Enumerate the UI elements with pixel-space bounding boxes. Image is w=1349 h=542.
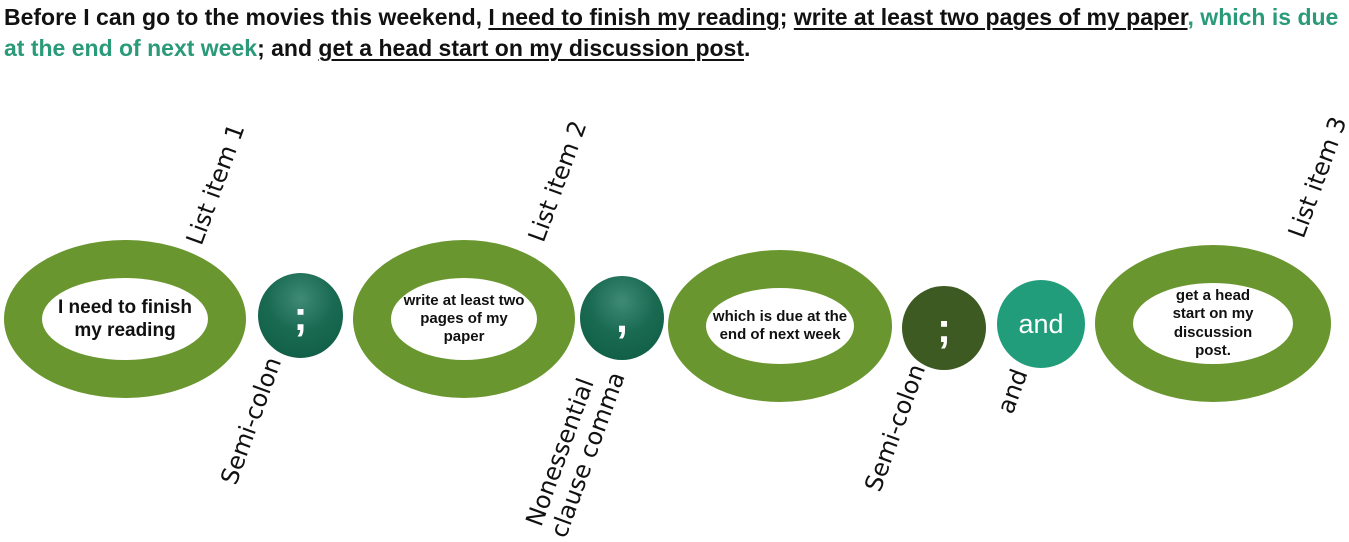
sentence-list-item-1: I need to finish my reading xyxy=(488,4,780,30)
list-item-2-ring: write at least two pages of my paper xyxy=(353,240,575,398)
list-item-1-ring: I need to finish my reading xyxy=(4,240,246,398)
nonessential-clause-comma-label: Nonessential clause comma xyxy=(520,368,630,541)
semicolon-1-disc: ; xyxy=(258,273,343,358)
list-item-1-label: List item 1 xyxy=(180,119,251,249)
list-item-3-label: List item 3 xyxy=(1282,112,1349,242)
list-item-3-ring: get a head start on my discussion post. xyxy=(1095,245,1331,402)
list-item-2-text: write at least two pages of my paper xyxy=(403,291,525,346)
sentence-nonessential-clause: which is due at the end of next week xyxy=(4,4,1339,61)
sentence-period: . xyxy=(744,35,751,61)
list-item-2-label: List item 2 xyxy=(522,116,593,246)
nonessential-clause-text: which is due at the end of next week xyxy=(712,307,848,343)
sentence-comma: , xyxy=(1187,4,1194,30)
and-disc-text: and xyxy=(1018,308,1064,339)
sentence-list-item-3: get a head start on my discussion post xyxy=(318,35,744,61)
semicolon-2-label: Semi-colon xyxy=(859,360,932,496)
list-item-3-text: get a head start on my discussion post. xyxy=(1172,286,1254,359)
sentence-semicolon-1: ; xyxy=(779,4,794,30)
comma-disc: , xyxy=(580,276,664,360)
semicolon-2-glyph: ; xyxy=(937,304,951,351)
semicolon-1-label: Semi-colon xyxy=(215,353,288,489)
semicolon-2-disc: ; xyxy=(902,286,986,370)
and-disc: and xyxy=(997,280,1085,368)
comma-glyph: , xyxy=(616,294,628,341)
list-item-1-text: I need to finish my reading xyxy=(57,296,193,341)
nonessential-clause-ring: which is due at the end of next week xyxy=(668,250,892,402)
semicolon-1-glyph: ; xyxy=(293,291,308,339)
sentence-intro: Before I can go to the movies this weeke… xyxy=(4,4,489,30)
example-sentence: Before I can go to the movies this weeke… xyxy=(4,2,1344,64)
sentence-semicolon-and: ; and xyxy=(257,35,319,61)
sentence-list-item-2: write at least two pages of my paper xyxy=(793,4,1188,30)
and-label: and xyxy=(991,365,1034,418)
